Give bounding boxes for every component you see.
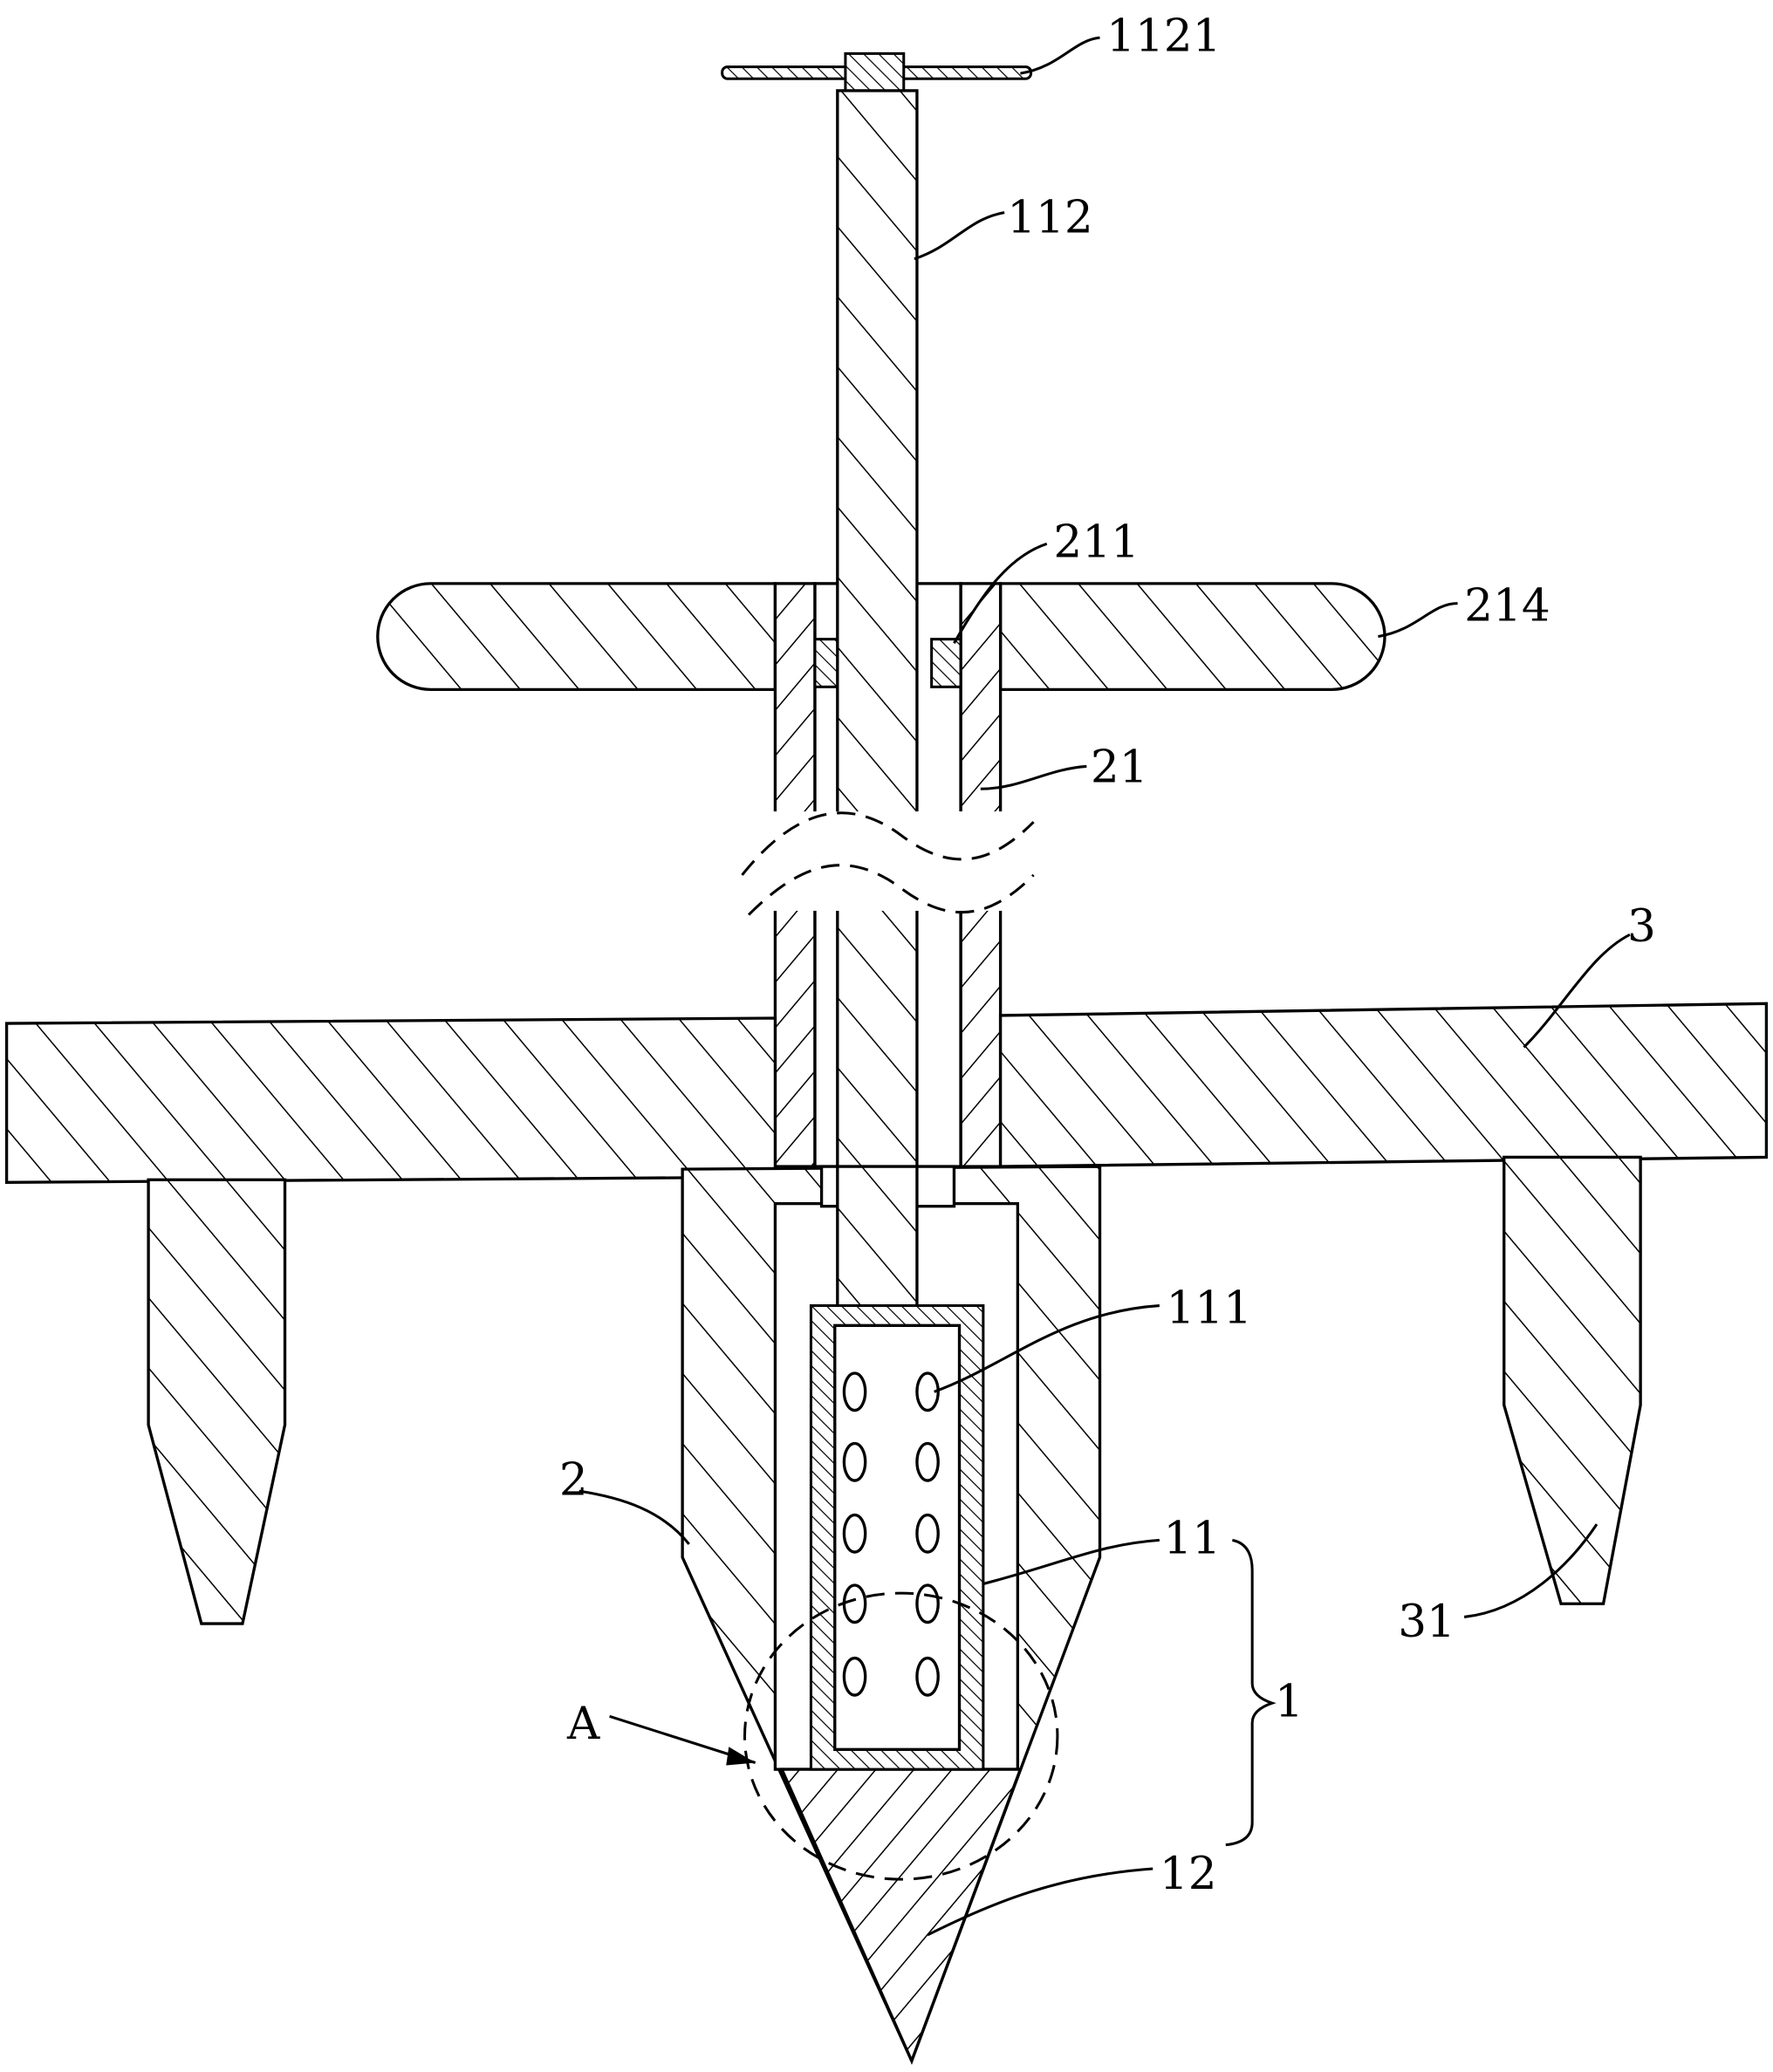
- cage: [809, 1304, 985, 1771]
- break-lines: [741, 811, 1035, 916]
- leg-right: [1503, 1155, 1642, 1605]
- label-1: 1: [1275, 1675, 1304, 1727]
- detail-circle: [743, 1591, 1059, 1881]
- holes: [842, 1371, 940, 1697]
- label-11: 11: [1163, 1513, 1221, 1565]
- label-31: 31: [1398, 1596, 1455, 1648]
- plate: [4, 1016, 777, 1184]
- label-112: 112: [1007, 191, 1093, 243]
- leg-left: [147, 1178, 287, 1625]
- handle-cap: [721, 51, 1033, 95]
- plate-right: [998, 1002, 1769, 1168]
- tip: [779, 1768, 1023, 2065]
- label-214: 214: [1464, 579, 1551, 632]
- label-3: 3: [1627, 900, 1656, 953]
- rod: [836, 89, 919, 1309]
- label-21: 21: [1091, 742, 1148, 794]
- leader-lines: [578, 36, 1631, 1937]
- label-12: 12: [1160, 1848, 1217, 1900]
- handle-bar: [376, 582, 1386, 692]
- label-111: 111: [1166, 1282, 1252, 1334]
- label-2: 2: [559, 1454, 588, 1507]
- label-1121: 1121: [1106, 10, 1221, 62]
- label-A: A: [566, 1698, 600, 1750]
- label-211: 211: [1053, 516, 1140, 568]
